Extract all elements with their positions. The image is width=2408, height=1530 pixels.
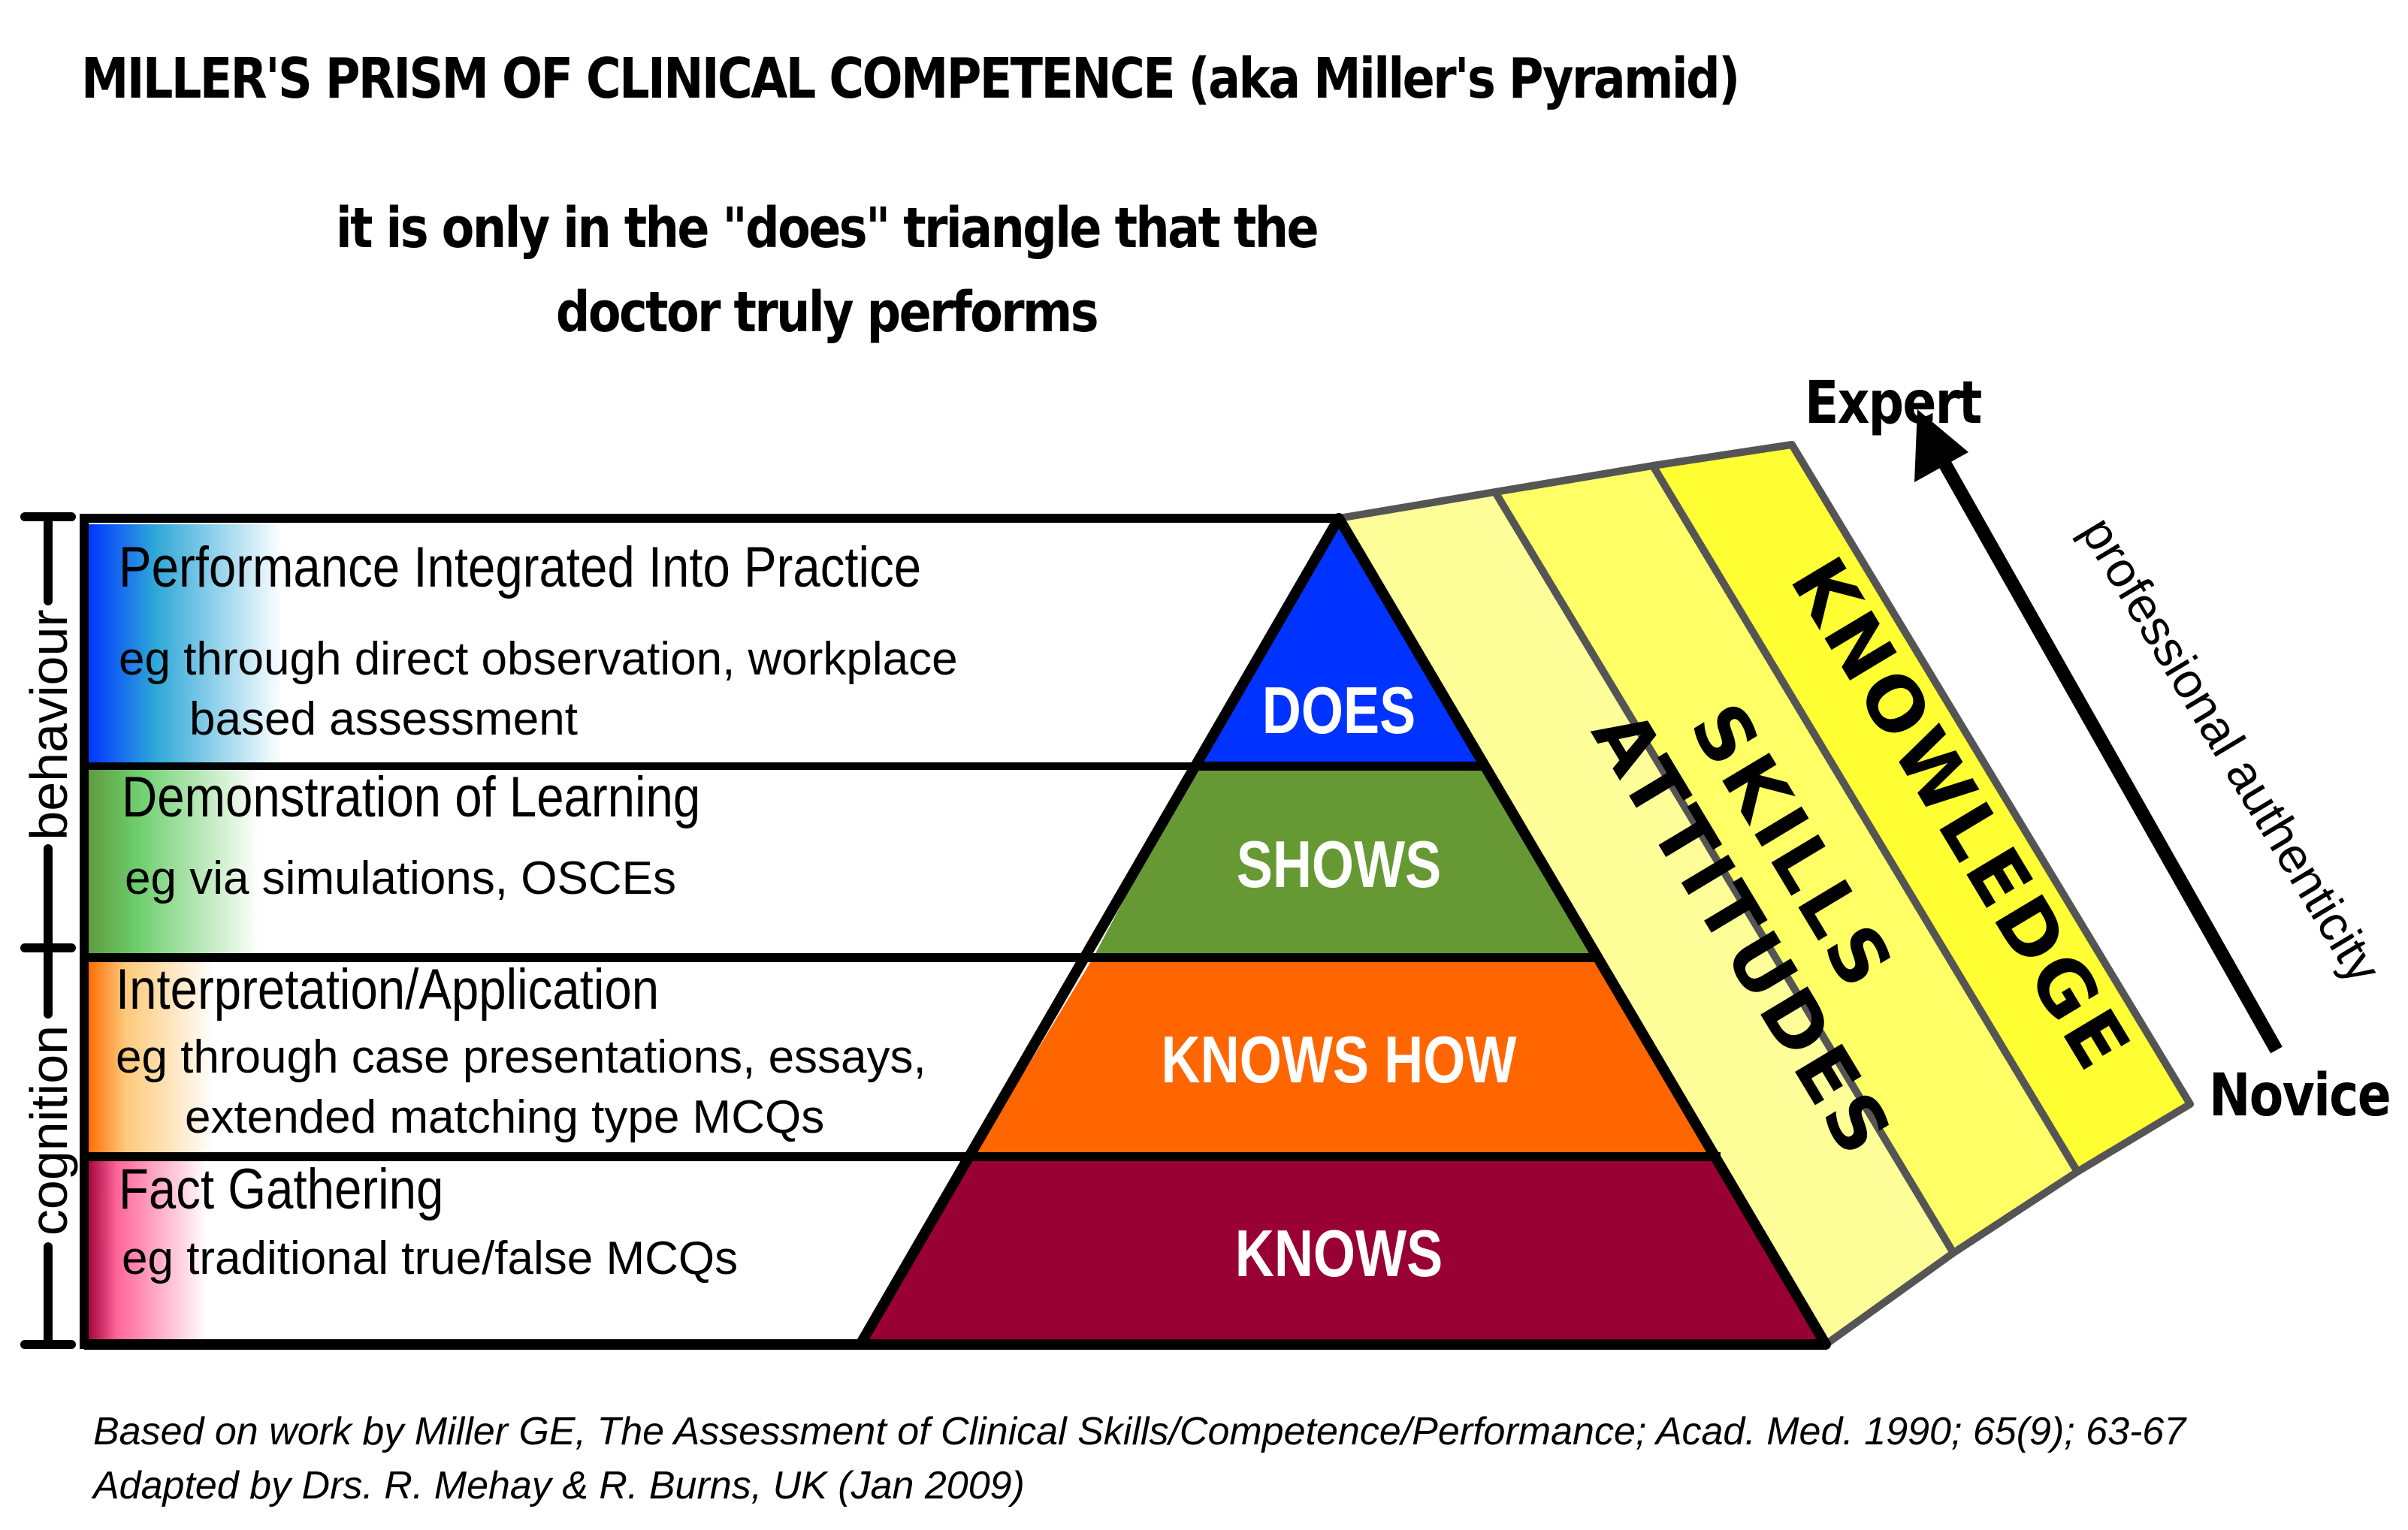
tier-label-knows: KNOWS bbox=[1234, 1216, 1443, 1290]
footer-line-2: Adapted by Drs. R. Mehay & R. Burns, UK … bbox=[93, 1464, 1025, 1507]
row-desc-shows-1: eg via simulations, OSCEs bbox=[125, 853, 676, 904]
row-heading-does: Performance Integrated Into Practice bbox=[119, 536, 922, 599]
prism-face-knowledge bbox=[1649, 441, 2194, 1175]
row-heading-knowshow: Interpretation/Application bbox=[116, 958, 660, 1022]
row-desc-knows-1: eg traditional true/false MCQs bbox=[122, 1233, 739, 1284]
row-heading-shows: Demonstration of Learning bbox=[122, 765, 701, 829]
side-label-cognition: cognition bbox=[20, 1025, 78, 1236]
band-knowshow-gradient bbox=[87, 961, 215, 1155]
tier-label-knowshow: KNOWS HOW bbox=[1161, 1022, 1517, 1097]
tier-label-does: DOES bbox=[1261, 673, 1416, 747]
page-title: MILLER'S PRISM OF CLINICAL COMPETENCE (a… bbox=[81, 47, 1740, 111]
band-knows-gradient bbox=[87, 1160, 207, 1343]
row-heading-knows: Fact Gathering bbox=[119, 1157, 444, 1221]
band-does-gradient bbox=[87, 524, 282, 766]
axis-arrow bbox=[1914, 409, 2283, 1054]
row-desc-does-1: eg through direct observation, workplace bbox=[119, 633, 958, 685]
subtitle: it is only in the "does" triangle that t… bbox=[116, 186, 1537, 355]
tier-knows-shape bbox=[860, 1157, 1826, 1344]
tier-shows-shape bbox=[1093, 766, 1600, 958]
side-bracket bbox=[20, 512, 76, 1349]
axis-label-novice: Novice bbox=[2209, 1062, 2391, 1130]
row-desc-knowshow-2: extended matching type MCQs bbox=[185, 1091, 825, 1143]
arrow-head-icon bbox=[1914, 409, 1968, 482]
side-label-behaviour: behaviour bbox=[20, 609, 78, 840]
footer-line-1: Based on work by Miller GE, The Assessme… bbox=[93, 1410, 2186, 1453]
tier-does-shape bbox=[1195, 526, 1484, 766]
tier-knowshow-shape bbox=[973, 958, 1721, 1157]
axis-label-expert: Expert bbox=[1805, 370, 1982, 437]
row-desc-knowshow-1: eg through case presentations, essays, bbox=[116, 1031, 926, 1083]
subtitle-line-1: it is only in the "does" triangle that t… bbox=[335, 196, 1319, 261]
row-desc-does-2: based assessment bbox=[189, 693, 578, 745]
footer-citation: Based on work by Miller GE, The Assessme… bbox=[93, 1405, 2186, 1513]
tier-label-shows: SHOWS bbox=[1236, 827, 1442, 901]
subtitle-line-2: doctor truly performs bbox=[555, 280, 1099, 345]
band-shows-gradient bbox=[87, 769, 260, 957]
